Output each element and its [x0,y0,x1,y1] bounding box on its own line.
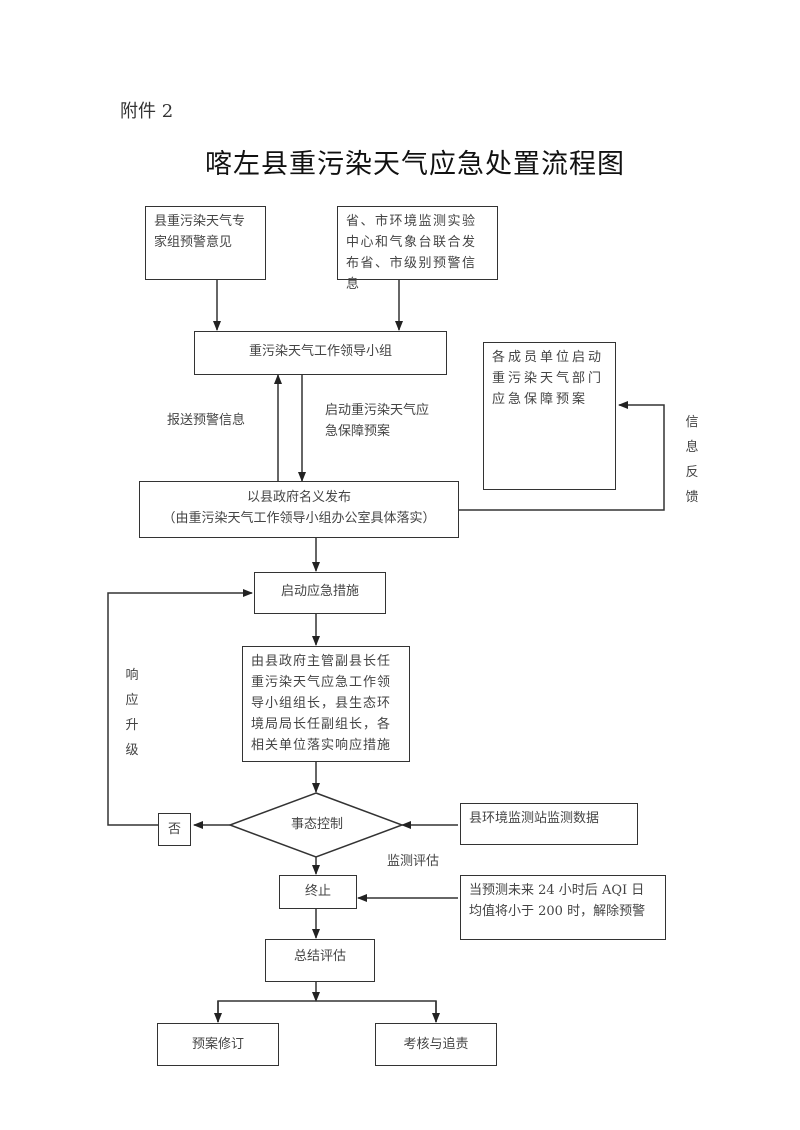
summary-text: 总结评估 [293,949,346,964]
leadership-assignment-text: 由县政府主管副县长任重污染天气应急工作领导小组组长，县生态环境局局长任副组长，各… [251,654,392,753]
leading-group-box: 重污染天气工作领导小组 [194,331,447,375]
info-feedback-label: 信息反馈 [685,415,699,505]
accountability-text: 考核与追责 [403,1037,469,1052]
no-box: 否 [158,813,191,846]
decision-diamond [227,792,405,858]
provincial-warning-box: 省、市环境监测实验中心和气象台联合发布省、市级别预警信息 [337,206,498,292]
plan-revision-text: 预案修订 [191,1037,244,1052]
response-upgrade-label: 响应升级 [125,668,139,758]
accountability-box: 考核与追责 [375,1023,497,1066]
member-units-box: 各成员单位启动重污染天气部门应急保障预案 [483,342,616,490]
monitoring-station-box: 县环境监测站监测数据 [460,803,638,845]
start-measures-text: 启动应急措施 [280,584,359,599]
member-units-text: 各成员单位启动重污染天气部门应急保障预案 [492,350,605,407]
aqi-condition-box: 当预测未来 24 小时后 AQI 日均值将小于 200 时，解除预警 [460,875,666,940]
leading-group-text: 重污染天气工作领导小组 [248,344,392,359]
terminate-text: 终止 [304,884,331,899]
county-release-line2: （由重污染天气工作领导小组办公室具体落实） [162,511,436,526]
leadership-assignment-box: 由县政府主管副县长任重污染天气应急工作领导小组组长，县生态环境局局长任副组长，各… [242,646,410,762]
arrow-to-plan-revision [217,1000,437,1022]
start-measures-box: 启动应急措施 [254,572,386,614]
expert-warning-box: 县重污染天气专家组预警意见 [145,206,266,280]
no-text: 否 [167,822,181,837]
situation-control-text: 事态控制 [290,817,343,832]
plan-revision-box: 预案修订 [157,1023,279,1066]
county-release-box: 以县政府名义发布 （由重污染天气工作领导小组办公室具体落实） [139,481,459,538]
attachment-label: 附件 2 [120,101,174,122]
provincial-warning-text: 省、市环境监测实验中心和气象台联合发布省、市级别预警信息 [346,214,477,292]
start-plan-label: 启动重污染天气应急保障预案 [325,403,430,439]
arrow-response-upgrade [107,589,253,826]
summary-box: 总结评估 [265,939,375,982]
aqi-condition-text: 当预测未来 24 小时后 AQI 日均值将小于 200 时，解除预警 [469,883,646,919]
report-warning-label: 报送预警信息 [167,413,246,428]
expert-warning-text: 县重污染天气专家组预警意见 [154,214,246,250]
monitor-evaluate-label: 监测评估 [387,854,440,869]
page-title: 喀左县重污染天气应急处置流程图 [205,149,625,180]
arrow-info-feedback [457,401,665,511]
monitoring-station-text: 县环境监测站监测数据 [469,811,600,826]
terminate-box: 终止 [279,875,357,909]
county-release-line1: 以县政府名义发布 [246,490,351,505]
